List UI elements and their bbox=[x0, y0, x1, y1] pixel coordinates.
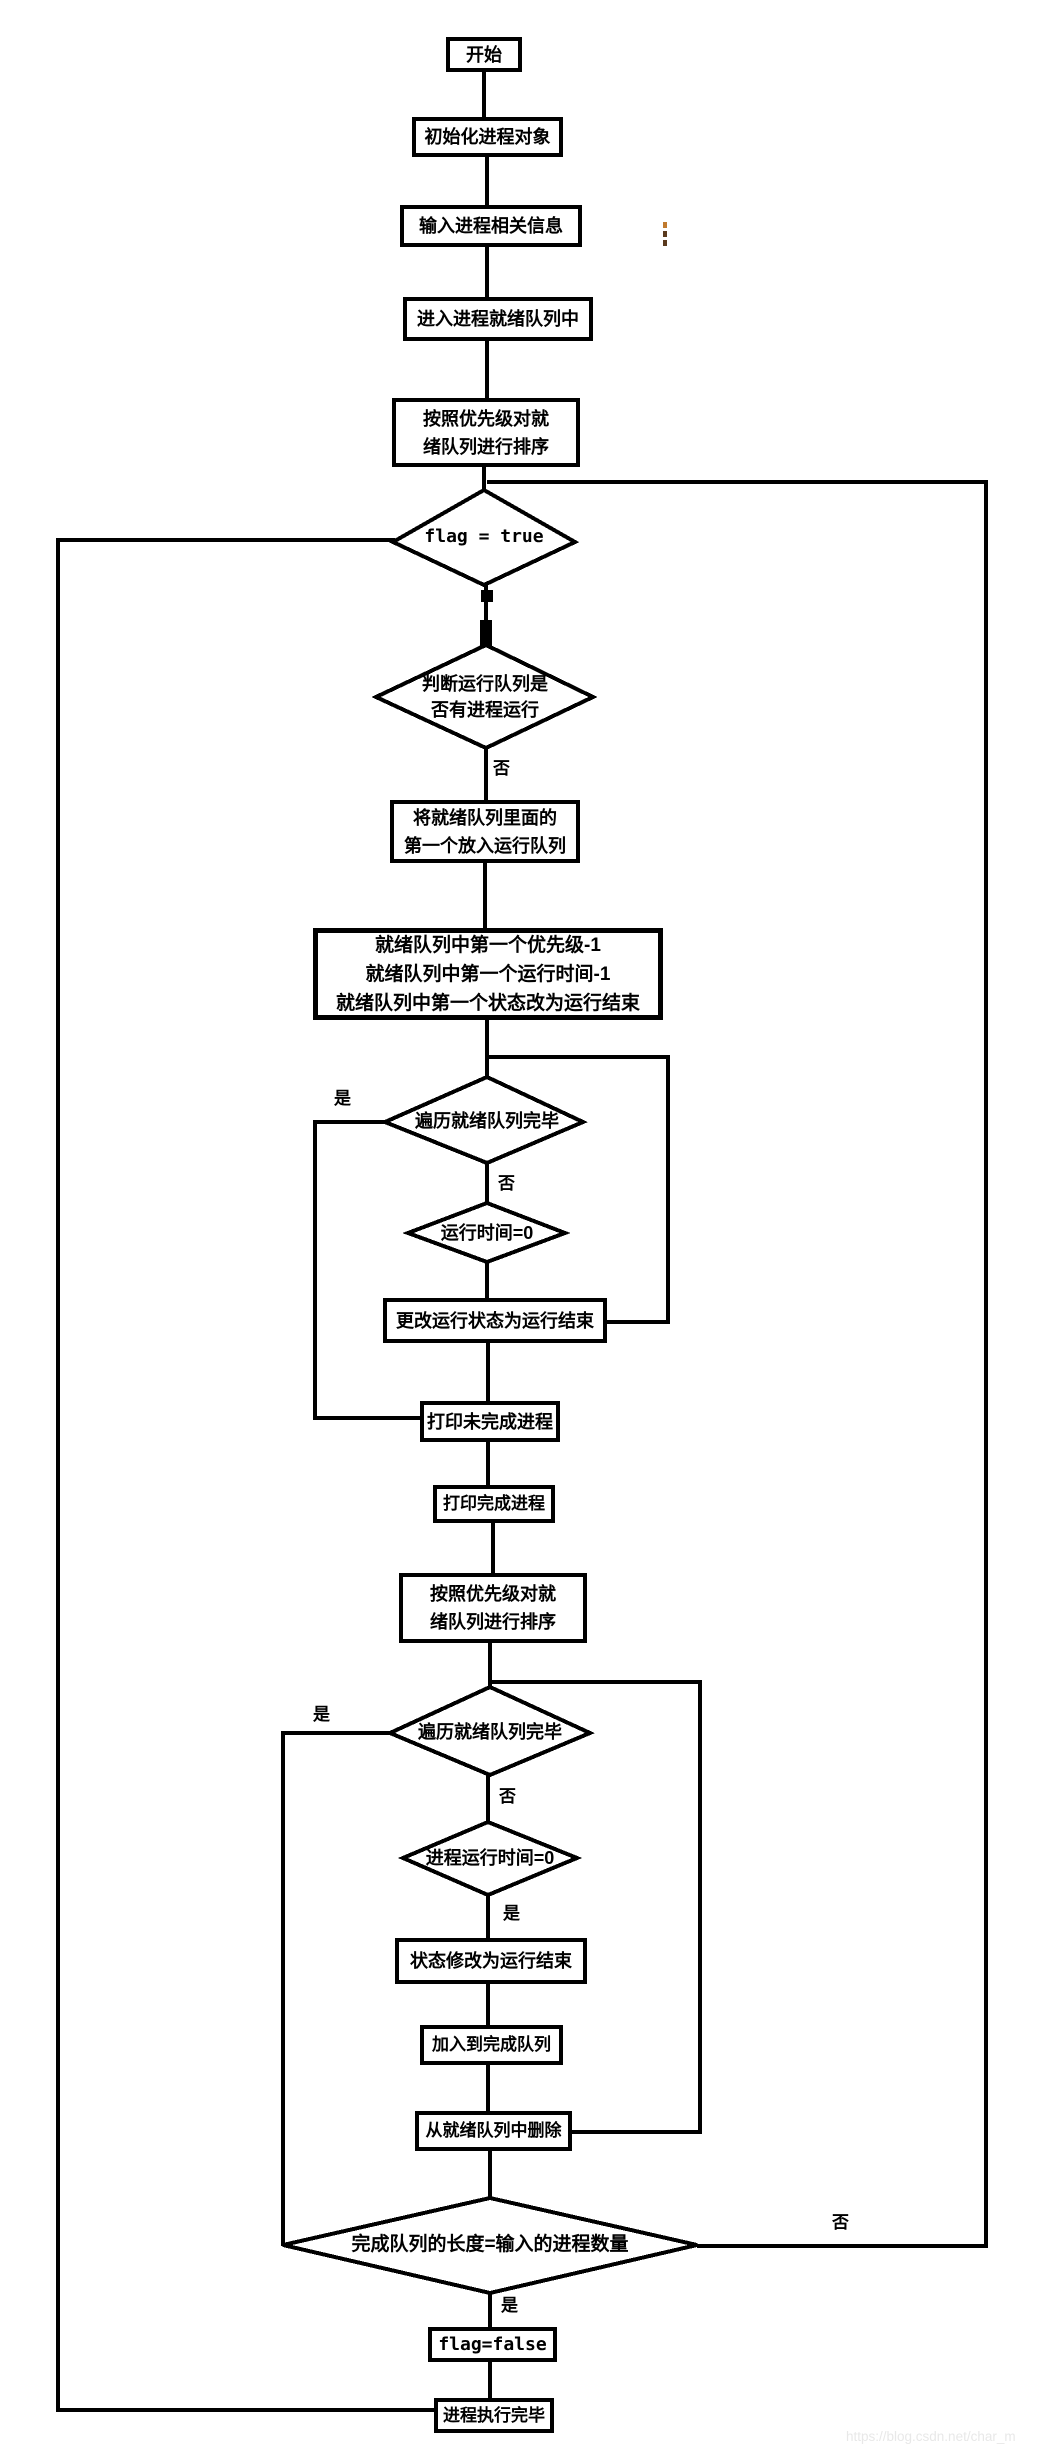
node-traverse2-diamond bbox=[385, 1684, 595, 1778]
node-sort1-label: 按照优先级对就 绪队列进行排序 bbox=[423, 408, 549, 457]
node-update-status-label: 更改运行状态为运行结束 bbox=[396, 1310, 594, 1331]
edge-traverse2-yes-rail bbox=[281, 1731, 390, 2246]
node-start: 开始 bbox=[446, 37, 522, 72]
edge-label-done-no: 否 bbox=[832, 2213, 849, 2232]
node-run-check-label: 判断运行队列是 否有进程运行 bbox=[422, 674, 548, 720]
node-flag-check-label: flag = true bbox=[424, 526, 544, 547]
node-ptime-check-diamond bbox=[397, 1819, 583, 1898]
node-run-check-diamond bbox=[371, 642, 598, 751]
node-traverse2-label: 遍历就绪队列完毕 bbox=[418, 1722, 562, 1742]
node-remove-ready-label: 从就绪队列中删除 bbox=[425, 2121, 562, 2140]
node-move-first: 将就绪队列里面的 第一个放入运行队列 bbox=[390, 800, 580, 863]
edge-arrow-tick bbox=[481, 590, 493, 602]
node-end-label: 进程执行完毕 bbox=[443, 2405, 545, 2425]
node-traverse1-diamond bbox=[379, 1074, 588, 1166]
edge-label-traverse1-yes: 是 bbox=[334, 1089, 351, 1108]
edge-label-traverse2-yes: 是 bbox=[313, 1705, 330, 1724]
stray-dots-artifact bbox=[663, 219, 669, 247]
node-flag-check-diamond bbox=[388, 487, 580, 588]
node-add-done: 加入到完成队列 bbox=[420, 2025, 563, 2065]
watermark-url: https://blog.csdn.net/char_m bbox=[846, 2429, 1016, 2444]
node-init-label: 初始化进程对象 bbox=[424, 127, 551, 147]
edge-traverse1-yes-rail bbox=[313, 1120, 420, 1420]
node-sort2: 按照优先级对就 绪队列进行排序 bbox=[399, 1573, 587, 1643]
node-flag-false-label: flag=false bbox=[438, 2334, 547, 2355]
node-print-unfinished-label: 打印未完成进程 bbox=[427, 1411, 553, 1432]
edge-label-traverse1-no: 否 bbox=[498, 1174, 515, 1193]
node-ptime-check-label: 进程运行时间=0 bbox=[425, 1848, 555, 1868]
node-flag-false: flag=false bbox=[428, 2327, 557, 2362]
node-start-label: 开始 bbox=[466, 44, 502, 65]
edge-label-done-yes: 是 bbox=[501, 2296, 518, 2315]
node-time-check-diamond bbox=[402, 1200, 571, 1265]
edge-return-loop-right bbox=[487, 480, 988, 2248]
edge-loop2-right bbox=[490, 1680, 702, 2134]
node-update-status: 更改运行状态为运行结束 bbox=[383, 1298, 607, 1343]
edge-loop1-right bbox=[487, 1055, 670, 1324]
node-print-finished: 打印完成进程 bbox=[433, 1485, 555, 1523]
node-end: 进程执行完毕 bbox=[434, 2398, 554, 2433]
node-print-finished-label: 打印完成进程 bbox=[443, 1494, 545, 1513]
node-init: 初始化进程对象 bbox=[412, 117, 563, 157]
node-input-label: 输入进程相关信息 bbox=[419, 216, 563, 236]
node-done-check-label: 完成队列的长度=输入的进程数量 bbox=[351, 2234, 629, 2255]
edge-flagcheck-left-rail bbox=[56, 538, 434, 2412]
node-print-unfinished: 打印未完成进程 bbox=[420, 1401, 560, 1442]
node-enqueue-label: 进入进程就绪队列中 bbox=[417, 309, 579, 329]
node-enqueue: 进入进程就绪队列中 bbox=[403, 297, 593, 341]
node-traverse1-label: 遍历就绪队列完毕 bbox=[415, 1111, 559, 1131]
node-sort1: 按照优先级对就 绪队列进行排序 bbox=[392, 398, 580, 467]
edge-label-traverse2-no: 否 bbox=[499, 1787, 516, 1806]
edge-label-ptime-yes: 是 bbox=[503, 1904, 520, 1923]
node-status-done: 状态修改为运行结束 bbox=[395, 1938, 587, 1984]
node-update-first: 就绪队列中第一个优先级-1 就绪队列中第一个运行时间-1 就绪队列中第一个状态改… bbox=[313, 928, 663, 1020]
node-add-done-label: 加入到完成队列 bbox=[432, 2035, 551, 2054]
node-sort2-label: 按照优先级对就 绪队列进行排序 bbox=[430, 1584, 556, 1632]
node-update-first-label: 就绪队列中第一个优先级-1 就绪队列中第一个运行时间-1 就绪队列中第一个状态改… bbox=[335, 934, 640, 1014]
node-status-done-label: 状态修改为运行结束 bbox=[410, 1951, 572, 1971]
node-time-check-label: 运行时间=0 bbox=[440, 1223, 534, 1243]
node-move-first-label: 将就绪队列里面的 第一个放入运行队列 bbox=[404, 807, 566, 856]
node-done-check-diamond bbox=[282, 2195, 698, 2296]
edge-label-run-check-no: 否 bbox=[493, 759, 510, 778]
node-remove-ready: 从就绪队列中删除 bbox=[415, 2111, 572, 2151]
node-input: 输入进程相关信息 bbox=[400, 205, 582, 247]
